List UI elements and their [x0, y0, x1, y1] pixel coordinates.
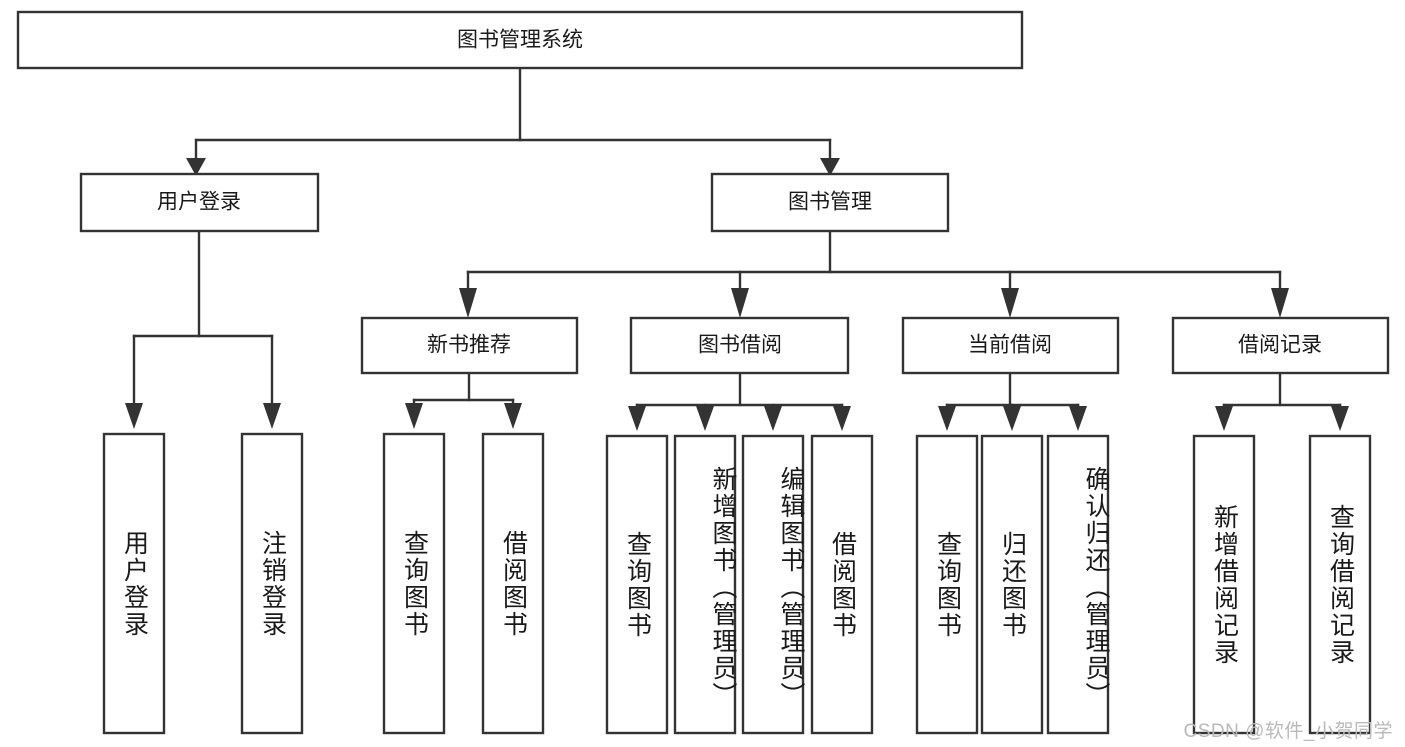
node-leaf-current-borrow-confirm[interactable] [1046, 434, 1110, 735]
arrow-current-borrow-leaf-1 [938, 406, 956, 431]
node-borrow-record[interactable] [1171, 316, 1390, 375]
node-leaf-book-borrow-borrow[interactable] [810, 434, 874, 735]
node-leaf-book-borrow-query[interactable] [605, 434, 669, 735]
watermark-text: CSDN @软件_小贺同学 [1183, 721, 1393, 742]
node-book-borrow[interactable] [629, 316, 850, 375]
node-leaf-book-borrow-add[interactable] [673, 434, 737, 735]
arrow-borrow-record-leaf-1 [1215, 406, 1233, 431]
arrow-borrow-record-leaf-2 [1331, 406, 1349, 431]
node-user-login-label: 用户登录 [157, 191, 241, 214]
node-leaf-book-borrow-edit[interactable] [741, 434, 805, 735]
arrow-new-book-leaf-2 [504, 403, 522, 429]
node-book-management[interactable] [710, 172, 950, 233]
arrow-current-borrow-leaf-3 [1069, 406, 1087, 431]
node-borrow-record-label: 借阅记录 [1238, 334, 1322, 357]
node-layer: 图书管理系统 用户登录 图书管理 新书推荐 图书借阅 当前借阅 借阅记录 [16, 10, 1390, 735]
arrow-root-to-book-manage [820, 158, 840, 176]
node-new-book-recommend[interactable] [360, 316, 579, 375]
arrow-book-borrow-leaf-3 [764, 406, 782, 431]
node-leaf-new-book-borrow[interactable] [481, 432, 545, 735]
node-leaf-borrow-record-query[interactable] [1308, 434, 1372, 735]
arrow-book-manage-to-new-book [459, 288, 477, 318]
arrow-new-book-leaf-1 [405, 403, 423, 429]
node-book-management-label: 图书管理 [788, 191, 872, 214]
node-current-borrow-label: 当前借阅 [968, 334, 1052, 357]
node-root-label: 图书管理系统 [457, 29, 583, 52]
arrow-book-manage-to-current-borrow [1001, 288, 1019, 318]
node-leaf-current-borrow-query[interactable] [915, 434, 979, 735]
arrow-book-borrow-leaf-4 [833, 406, 851, 431]
node-leaf-new-book-query[interactable] [382, 432, 446, 735]
arrow-root-to-user-login [186, 158, 206, 176]
arrow-book-manage-to-book-borrow [731, 288, 749, 318]
node-new-book-recommend-label: 新书推荐 [427, 334, 511, 357]
node-book-borrow-label: 图书借阅 [698, 334, 782, 357]
connector-layer [125, 66, 1349, 431]
node-leaf-borrow-record-add[interactable] [1192, 434, 1256, 735]
node-current-borrow[interactable] [901, 316, 1120, 375]
arrow-user-login-leaf-2 [263, 403, 281, 429]
node-user-login[interactable] [79, 172, 320, 233]
node-root-book-management-system[interactable] [16, 10, 1024, 70]
arrow-book-manage-to-borrow-record [1271, 288, 1289, 318]
arrow-book-borrow-leaf-2 [696, 406, 714, 431]
arrow-user-login-leaf-1 [125, 403, 143, 429]
arrow-book-borrow-leaf-1 [628, 406, 646, 431]
node-leaf-user-login-login[interactable] [102, 432, 166, 735]
node-leaf-user-login-logout[interactable] [240, 432, 304, 735]
arrow-current-borrow-leaf-2 [1003, 406, 1021, 431]
node-leaf-current-borrow-return[interactable] [980, 434, 1044, 735]
